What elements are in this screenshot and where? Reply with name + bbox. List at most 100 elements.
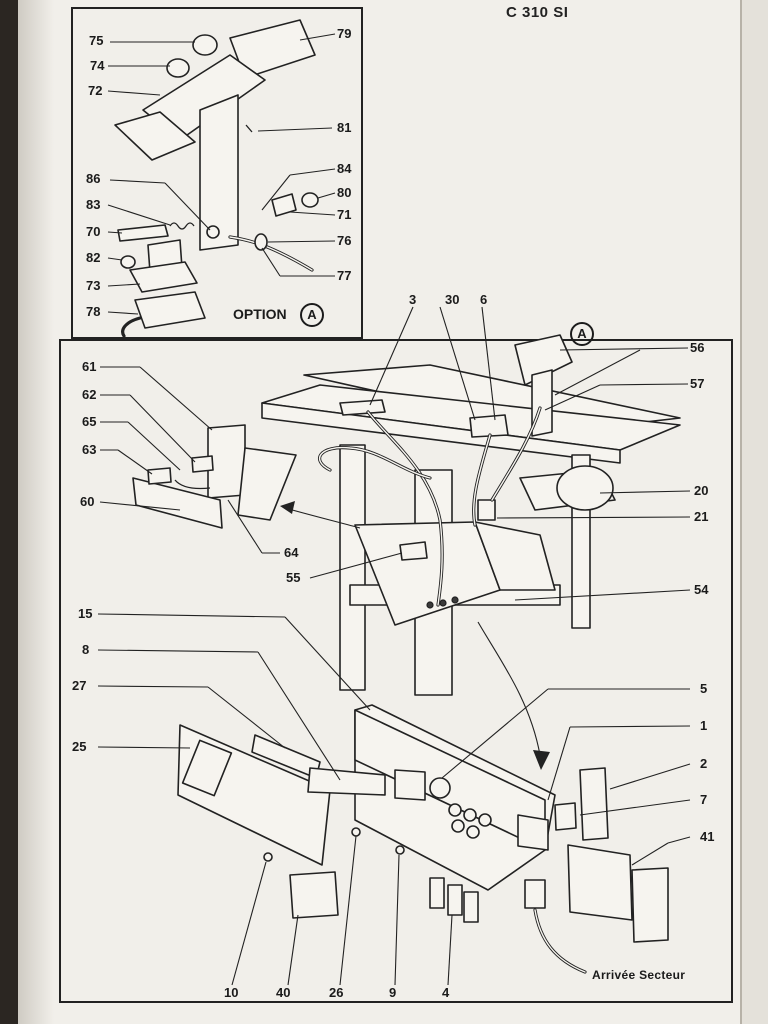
main-diagram-frame [59, 339, 733, 1003]
option-label: OPTION [233, 306, 287, 322]
page-title: C 310 SI [506, 4, 569, 21]
label-3: 3 [409, 292, 417, 307]
socket-41-a [567, 844, 633, 921]
keypad [181, 739, 233, 797]
label-54: 54 [694, 582, 709, 597]
label-57: 57 [690, 376, 705, 391]
pedal-knob [166, 58, 190, 78]
label-9: 9 [389, 985, 397, 1000]
page-edge-shadow [18, 0, 54, 1024]
label-62: 62 [82, 387, 97, 402]
label-73: 73 [86, 278, 101, 293]
label-56: 56 [690, 340, 705, 355]
label-80: 80 [337, 185, 352, 200]
control-housing [354, 521, 501, 626]
bracket-61 [207, 424, 246, 499]
facing-page-edge [740, 0, 768, 1024]
label-15: 15 [78, 606, 93, 621]
spring [169, 222, 195, 230]
label-21: 21 [694, 509, 709, 524]
label-10: 10 [224, 985, 239, 1000]
label-82: 82 [86, 250, 101, 265]
label-40: 40 [276, 985, 291, 1000]
label-70: 70 [86, 224, 101, 239]
bracket-assembly [132, 424, 297, 529]
fuse-4b [447, 884, 463, 916]
switch-box-21 [477, 499, 496, 521]
option-inset-frame [71, 7, 363, 339]
bar-60 [132, 477, 223, 529]
part-62 [191, 455, 214, 473]
arrow-to-control-box [477, 621, 541, 756]
plate-2 [579, 767, 609, 841]
label-74: 74 [90, 58, 105, 73]
leg-left-front [339, 444, 366, 691]
label-79: 79 [337, 26, 352, 41]
manual-page [18, 0, 740, 1024]
motor-end [556, 465, 614, 511]
switch-5 [429, 777, 451, 799]
column-hole [206, 225, 220, 239]
label-75: 75 [89, 33, 104, 48]
cable-gland-power [524, 879, 546, 909]
label-30: 30 [445, 292, 460, 307]
label-63: 63 [82, 442, 97, 457]
label-71: 71 [337, 207, 352, 222]
label-1: 1 [700, 718, 708, 733]
socket-41-b [631, 867, 669, 943]
control-box-78 [134, 291, 206, 329]
part-7 [554, 802, 577, 831]
control-housing-side [474, 521, 556, 591]
optional-pedal-top [514, 334, 573, 386]
mount-base [129, 261, 198, 293]
screw-sleeve [271, 193, 297, 217]
screw-9 [395, 845, 405, 855]
label-25: 25 [72, 739, 87, 754]
label-7: 7 [700, 792, 708, 807]
option-marker: A [300, 303, 324, 327]
label-27: 27 [72, 678, 87, 693]
label-64: 64 [284, 545, 299, 560]
fuse-4c [463, 891, 479, 923]
option-marker-main: A [570, 322, 594, 346]
part-63 [147, 467, 172, 485]
bracket-wing [237, 447, 297, 521]
part-3-plate [339, 399, 386, 416]
leader-lines [97, 33, 691, 986]
label-61: 61 [82, 359, 97, 374]
label-41: 41 [700, 829, 715, 844]
screw-head [301, 192, 319, 208]
screw-10 [263, 852, 273, 862]
spring-rod [117, 224, 169, 242]
pedal-column [199, 94, 239, 251]
power-inlet-label: Arrivée Secteur [592, 968, 686, 982]
nut-82 [120, 255, 136, 269]
socket-panel [517, 814, 549, 851]
label-81: 81 [337, 120, 352, 135]
label-8: 8 [82, 642, 90, 657]
pedal-base-plate [114, 111, 196, 161]
label-76: 76 [337, 233, 352, 248]
transformer [394, 769, 426, 801]
cylinder-8 [307, 767, 386, 796]
label-72: 72 [88, 83, 103, 98]
label-5: 5 [700, 681, 708, 696]
cable-gland [254, 233, 268, 251]
option-pedal-assembly [114, 19, 319, 338]
label-26: 26 [329, 985, 344, 1000]
part-55 [399, 541, 428, 561]
relay-40 [289, 871, 339, 919]
label-84: 84 [337, 161, 352, 176]
pedal-knob-top [192, 34, 218, 56]
label-2: 2 [700, 756, 708, 771]
saw-table [261, 334, 681, 696]
sensor-block [469, 414, 509, 438]
label-6: 6 [480, 292, 488, 307]
optional-pedal-column [531, 369, 553, 437]
label-77: 77 [337, 268, 352, 283]
nut-26 [351, 827, 361, 837]
label-20: 20 [694, 483, 709, 498]
power-cable [533, 908, 587, 974]
label-83: 83 [86, 197, 101, 212]
